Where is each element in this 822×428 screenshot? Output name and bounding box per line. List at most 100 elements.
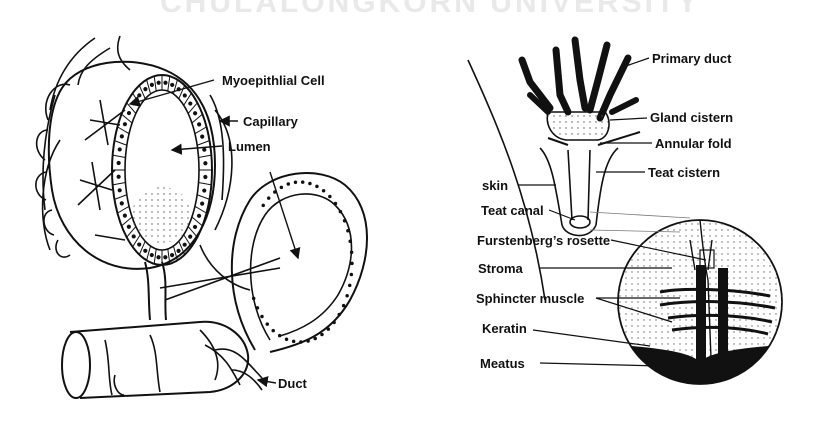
tubule-cell-nucleus	[266, 323, 269, 326]
cell-divider	[117, 206, 129, 213]
tubule-cell-nucleus	[262, 204, 265, 207]
tubule-cell-nucleus	[349, 240, 352, 243]
tubule-cell-nucleus	[280, 186, 283, 189]
cell-divider	[195, 206, 207, 213]
cell-divider	[192, 114, 203, 123]
cell-divider	[199, 155, 212, 157]
tubule-cell-nucleus	[314, 337, 317, 340]
cell-nucleus	[201, 135, 204, 138]
tubule-cell-nucleus	[350, 273, 353, 276]
cell-nucleus	[203, 148, 206, 151]
magnified-teat-canal	[618, 220, 782, 384]
label-meatus: Meatus	[480, 356, 525, 371]
cell-nucleus	[118, 148, 121, 151]
tubule-cell-nucleus	[256, 307, 259, 310]
label-sphincter-muscle: Sphincter muscle	[476, 291, 584, 306]
cell-nucleus	[177, 249, 180, 252]
tubule-cell-nucleus	[321, 333, 324, 336]
tubule-cell-nucleus	[278, 334, 281, 337]
tubule-cell-nucleus	[300, 341, 303, 344]
cell-nucleus	[117, 175, 120, 178]
cell-nucleus	[127, 111, 130, 114]
cell-nucleus	[204, 162, 207, 165]
cell-divider	[154, 76, 156, 91]
tubule-cell-nucleus	[285, 338, 288, 341]
cell-nucleus	[201, 202, 204, 205]
tubule-cell-nucleus	[322, 189, 325, 192]
label-duct: Duct	[278, 376, 307, 391]
cell-nucleus	[120, 135, 123, 138]
tubule-cell-nucleus	[307, 340, 310, 343]
tubule-cell-nucleus	[309, 182, 312, 185]
tubule-cell-nucleus	[329, 195, 332, 198]
cell-divider	[147, 246, 151, 260]
cell-nucleus	[144, 88, 147, 91]
cell-nucleus	[193, 225, 196, 228]
cell-nucleus	[189, 235, 192, 238]
cell-nucleus	[132, 235, 135, 238]
cell-divider	[197, 141, 209, 146]
label-annular-fold: Annular fold	[655, 136, 732, 151]
cell-nucleus	[204, 175, 207, 178]
cell-nucleus	[138, 243, 141, 246]
cell-nucleus	[157, 256, 160, 259]
cell-nucleus	[150, 253, 153, 256]
cell-nucleus	[203, 189, 206, 192]
tubule-cell-nucleus	[339, 210, 342, 213]
cell-nucleus	[197, 214, 200, 217]
tubule-cell-nucleus	[301, 181, 304, 184]
tubule-cell-nucleus	[292, 340, 295, 343]
cell-nucleus	[118, 189, 121, 192]
tubule-cell-nucleus	[261, 315, 264, 318]
tubule-cell-nucleus	[347, 229, 350, 232]
cell-nucleus	[164, 256, 167, 259]
tubule-cell-nucleus	[273, 191, 276, 194]
label-gland-cistern: Gland cistern	[650, 110, 733, 125]
cell-divider	[122, 217, 133, 226]
label-myoepithelial-cell: Myoepithlial Cell	[222, 73, 325, 88]
cell-divider	[192, 217, 203, 226]
label-furstenbergs-rosette: Furstenberg’s rosette	[477, 233, 610, 248]
tubule-cell-nucleus	[272, 329, 275, 332]
tubule-cell-nucleus	[342, 304, 345, 307]
cell-divider	[147, 80, 151, 94]
cell-nucleus	[117, 161, 120, 164]
cell-nucleus	[123, 123, 126, 126]
cell-nucleus	[144, 249, 147, 252]
tubule-cell-nucleus	[346, 295, 349, 298]
tubule-cell-nucleus	[252, 297, 255, 300]
tubule-cell-nucleus	[351, 262, 354, 265]
label-keratin: Keratin	[482, 321, 527, 336]
label-lumen: Lumen	[228, 139, 271, 154]
cell-nucleus	[164, 81, 167, 84]
cell-divider	[114, 141, 126, 146]
label-teat-cistern: Teat cistern	[648, 165, 720, 180]
label-skin: skin	[482, 178, 508, 193]
label-teat-canal: Teat canal	[481, 203, 544, 218]
cell-nucleus	[120, 202, 123, 205]
cell-divider	[113, 155, 126, 157]
cell-nucleus	[157, 81, 160, 84]
cell-divider	[114, 195, 126, 200]
tubule-cell-nucleus	[267, 197, 270, 200]
label-stroma: Stroma	[478, 261, 523, 276]
tubule-cell-nucleus	[316, 185, 319, 188]
cell-nucleus	[170, 254, 173, 257]
tubule-cell-nucleus	[333, 321, 336, 324]
tubule-cell-nucleus	[287, 183, 290, 186]
cell-nucleus	[150, 83, 153, 86]
alveolus-illustration	[36, 36, 367, 398]
label-capillary: Capillary	[243, 114, 298, 129]
cell-nucleus	[198, 123, 201, 126]
tubule-cell-nucleus	[350, 251, 353, 254]
tubule-cell-nucleus	[338, 313, 341, 316]
tubule-cell-nucleus	[334, 202, 337, 205]
tubule-cell-nucleus	[343, 219, 346, 222]
cell-nucleus	[194, 112, 197, 115]
cell-nucleus	[127, 225, 130, 228]
cell-nucleus	[183, 243, 186, 246]
cell-divider	[199, 183, 212, 185]
tubule-cell-nucleus	[294, 181, 297, 184]
cell-divider	[168, 76, 170, 91]
cell-divider	[113, 183, 126, 185]
